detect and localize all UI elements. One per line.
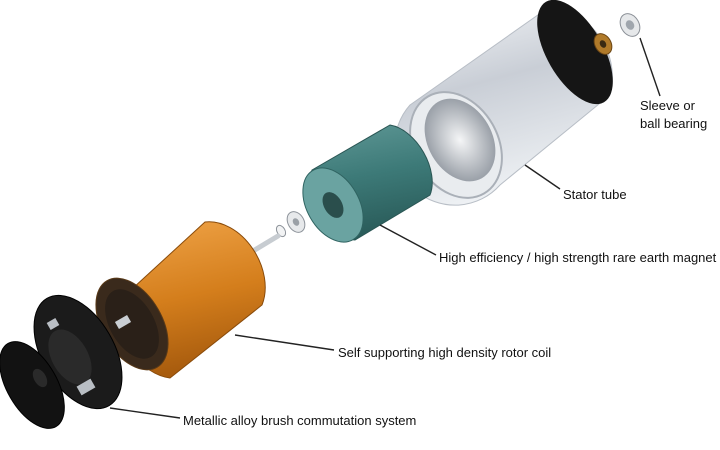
- leader-sleeve: [639, 37, 661, 97]
- rotor-coil-label: Self supporting high density rotor coil: [338, 345, 552, 360]
- leader-brush: [109, 407, 181, 419]
- shaft-bearing: [275, 211, 306, 238]
- sleeve-bearing-label-line2: ball bearing: [640, 116, 708, 131]
- end-cover: [0, 341, 65, 429]
- magnet-label: High efficiency / high strength rare ear…: [439, 250, 717, 265]
- sleeve-bearing-label-line1: Sleeve or: [640, 98, 695, 113]
- sleeve-bearing: [593, 13, 641, 55]
- stator-tube-label: Stator tube: [563, 187, 627, 202]
- leader-stator: [524, 164, 561, 190]
- leader-lines: [109, 37, 661, 419]
- leader-rotor: [234, 334, 335, 351]
- leader-magnet: [379, 224, 437, 256]
- brush-commutation-label: Metallic alloy brush commutation system: [183, 413, 417, 428]
- stator-tube: [394, 0, 613, 206]
- rare-earth-magnet: [302, 124, 433, 243]
